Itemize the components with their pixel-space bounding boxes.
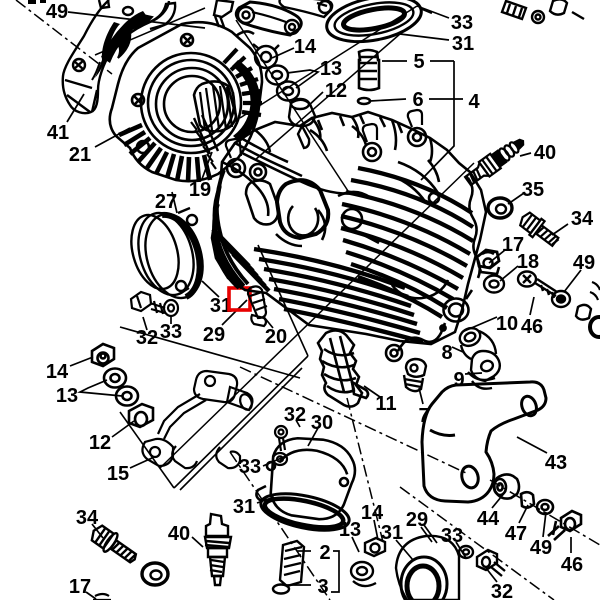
svg-text:5: 5 bbox=[413, 51, 424, 73]
svg-text:35: 35 bbox=[522, 179, 544, 201]
svg-text:49: 49 bbox=[573, 252, 595, 274]
svg-text:27: 27 bbox=[155, 191, 177, 213]
svg-text:19: 19 bbox=[189, 179, 211, 201]
svg-text:20: 20 bbox=[265, 326, 287, 348]
svg-text:17: 17 bbox=[69, 576, 91, 598]
svg-text:30: 30 bbox=[311, 412, 333, 434]
svg-text:8: 8 bbox=[441, 342, 452, 364]
svg-text:13: 13 bbox=[320, 58, 342, 80]
svg-text:33: 33 bbox=[160, 321, 182, 343]
svg-text:31: 31 bbox=[381, 522, 403, 544]
svg-text:32: 32 bbox=[136, 327, 158, 349]
svg-text:13: 13 bbox=[56, 385, 78, 407]
svg-text:43: 43 bbox=[545, 452, 567, 474]
svg-text:3: 3 bbox=[317, 576, 328, 598]
svg-text:34: 34 bbox=[571, 208, 594, 230]
svg-text:34: 34 bbox=[76, 507, 99, 529]
svg-text:29: 29 bbox=[203, 324, 225, 346]
svg-text:41: 41 bbox=[47, 122, 69, 144]
svg-text:46: 46 bbox=[521, 316, 543, 338]
svg-text:15: 15 bbox=[107, 463, 129, 485]
svg-text:40: 40 bbox=[168, 523, 190, 545]
svg-text:12: 12 bbox=[325, 80, 347, 102]
svg-text:11: 11 bbox=[375, 393, 396, 415]
svg-text:40: 40 bbox=[534, 142, 556, 164]
svg-text:49: 49 bbox=[530, 537, 552, 559]
svg-text:4: 4 bbox=[468, 91, 480, 113]
svg-text:33: 33 bbox=[441, 525, 463, 547]
svg-text:2: 2 bbox=[319, 542, 330, 564]
svg-text:9: 9 bbox=[453, 369, 464, 391]
svg-text:6: 6 bbox=[412, 89, 423, 111]
svg-text:14: 14 bbox=[361, 502, 384, 524]
svg-text:47: 47 bbox=[505, 523, 527, 545]
svg-text:46: 46 bbox=[561, 554, 583, 576]
svg-text:12: 12 bbox=[89, 432, 111, 454]
svg-text:31: 31 bbox=[452, 33, 474, 55]
svg-text:32: 32 bbox=[491, 581, 513, 600]
svg-text:29: 29 bbox=[406, 509, 428, 531]
svg-text:14: 14 bbox=[46, 361, 69, 383]
svg-text:32: 32 bbox=[284, 404, 306, 426]
svg-text:31: 31 bbox=[210, 295, 232, 317]
svg-text:17: 17 bbox=[502, 234, 524, 256]
svg-text:13: 13 bbox=[339, 519, 361, 541]
svg-text:49: 49 bbox=[46, 1, 68, 23]
svg-text:33: 33 bbox=[451, 12, 473, 34]
svg-text:18: 18 bbox=[517, 251, 539, 273]
svg-text:33: 33 bbox=[239, 456, 261, 478]
svg-text:10: 10 bbox=[496, 313, 518, 335]
svg-text:21: 21 bbox=[69, 144, 91, 166]
svg-text:7: 7 bbox=[418, 405, 429, 427]
svg-text:44: 44 bbox=[477, 508, 500, 530]
svg-text:14: 14 bbox=[294, 36, 317, 58]
svg-text:31: 31 bbox=[233, 496, 255, 518]
